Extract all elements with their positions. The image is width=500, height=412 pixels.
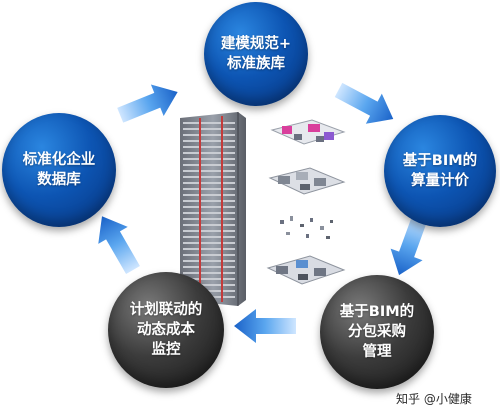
building-floor-line (183, 284, 235, 286)
building-floor-line (183, 236, 235, 238)
building-floor-line (183, 260, 235, 262)
building-floor-line (183, 152, 235, 154)
building-floor-line (183, 170, 235, 172)
node-dynamic-cost-monitoring: 计划联动的 动态成本 监控 (108, 272, 224, 388)
building-floor-line (183, 146, 235, 148)
arrow-right-to-bottom-right (390, 214, 428, 276)
building-floor-line (183, 206, 235, 208)
building-floor-line (183, 254, 235, 256)
building-floor-line (183, 158, 235, 160)
node-bim-subcontract-procurement-label: 基于BIM的 分包采购 管理 (339, 304, 415, 360)
building-floor-line (183, 200, 235, 202)
building-floors (183, 122, 235, 298)
building-floor-line (183, 218, 235, 220)
watermark: 知乎 @小健康 (396, 392, 472, 406)
arrow-bottom-right-to-bottom-left (234, 309, 296, 343)
node-dynamic-cost-monitoring-label: 计划联动的 动态成本 监控 (129, 302, 203, 358)
node-modeling-standards-label: 建模规范+ 标准族库 (220, 36, 292, 72)
building-floor-line (183, 134, 235, 136)
arrow-bottom-left-to-left (98, 216, 140, 274)
building-floor-line (183, 122, 235, 124)
floor-plan-model-1 (270, 119, 346, 145)
building-floor-line (183, 242, 235, 244)
node-enterprise-database: 标准化企业 数据库 (2, 113, 116, 227)
building-floor-line (183, 140, 235, 142)
node-modeling-standards: 建模规范+ 标准族库 (204, 2, 308, 106)
building-floor-line (183, 188, 235, 190)
arrow-top-to-right (334, 82, 394, 124)
building-floor-line (183, 194, 235, 196)
building-floor-line (183, 164, 235, 166)
building-floor-line (183, 176, 235, 178)
building-floor-line (183, 128, 235, 130)
floor-plan-model-2 (268, 167, 346, 195)
floor-plan-model-3 (266, 255, 346, 285)
building-model (180, 112, 246, 306)
building-floor-line (183, 266, 235, 268)
node-bim-quantity-pricing-label: 基于BIM的 算量计价 (402, 153, 478, 189)
scattered-components-model (280, 216, 333, 239)
node-enterprise-database-label: 标准化企业 数据库 (22, 152, 96, 188)
building-floor-line (183, 212, 235, 214)
building-floor-line (183, 278, 235, 280)
building-floor-line (183, 230, 235, 232)
node-bim-quantity-pricing: 基于BIM的 算量计价 (384, 115, 496, 227)
building-floor-line (183, 182, 235, 184)
building-floor-line (183, 248, 235, 250)
arrow-left-to-top (117, 84, 178, 123)
building-floor-line (183, 224, 235, 226)
building-floor-line (183, 272, 235, 274)
node-bim-subcontract-procurement: 基于BIM的 分包采购 管理 (320, 275, 434, 389)
